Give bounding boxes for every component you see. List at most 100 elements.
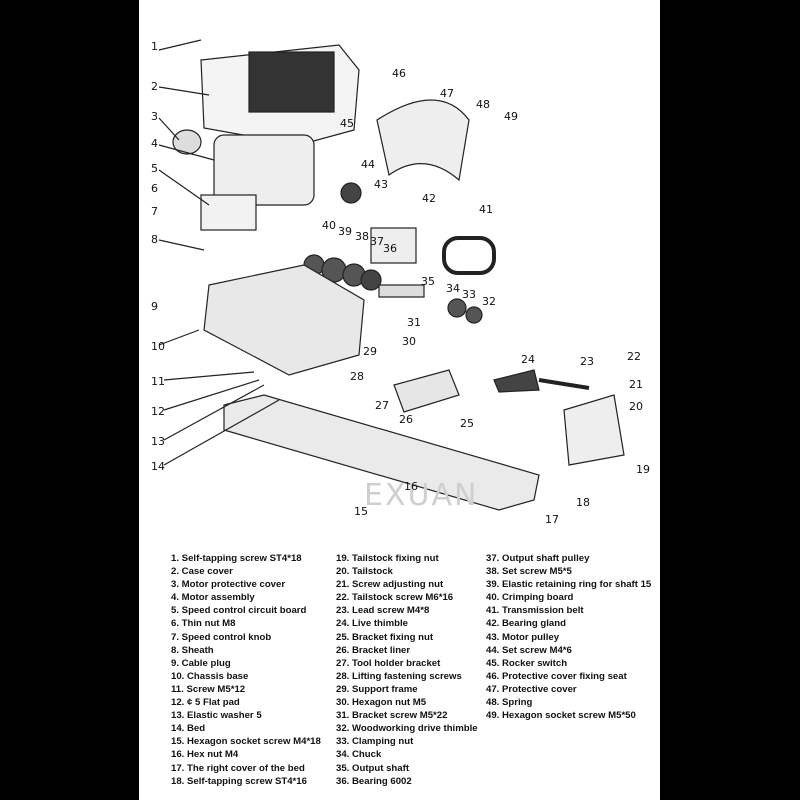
legend-item: 38. Set screw M5*5 bbox=[486, 566, 572, 578]
bearing-gland-drawing bbox=[370, 227, 417, 264]
callout-10: 10 bbox=[151, 340, 165, 353]
legend-item: 45. Rocker switch bbox=[486, 657, 568, 669]
legend-item: 43. Motor pulley bbox=[486, 631, 560, 643]
callout-39: 39 bbox=[338, 225, 352, 238]
legend-item: 5. Speed control circuit board bbox=[171, 605, 307, 617]
legend-item: 13. Elastic washer 5 bbox=[171, 710, 262, 722]
legend-item: 25. Bracket fixing nut bbox=[336, 631, 434, 643]
callout-17: 17 bbox=[545, 513, 559, 526]
callout-48: 48 bbox=[476, 98, 490, 111]
legend-item: 36. Bearing 6002 bbox=[336, 775, 412, 787]
callout-27: 27 bbox=[375, 399, 389, 412]
callout-labels: 1234567891011121314151617181920212223242… bbox=[151, 40, 650, 526]
legend-item: 35. Output shaft bbox=[336, 762, 410, 774]
legend-item: 12. ¢ 5 Flat pad bbox=[171, 697, 240, 709]
callout-5: 5 bbox=[151, 162, 158, 175]
legend-item: 31. Bracket screw M5*22 bbox=[336, 710, 448, 722]
legend-item: 33. Clamping nut bbox=[336, 736, 414, 748]
callout-25: 25 bbox=[460, 417, 474, 430]
callout-15: 15 bbox=[354, 505, 368, 518]
callout-7: 7 bbox=[151, 205, 158, 218]
bed-drawing bbox=[223, 394, 540, 511]
legend-item: 24. Live thimble bbox=[336, 618, 408, 630]
callout-42: 42 bbox=[422, 192, 436, 205]
legend-item: 21. Screw adjusting nut bbox=[336, 579, 444, 591]
legend-item: 8. Sheath bbox=[171, 644, 214, 656]
callout-6: 6 bbox=[151, 182, 158, 195]
callout-44: 44 bbox=[361, 158, 375, 171]
callout-32: 32 bbox=[482, 295, 496, 308]
legend-item: 48. Spring bbox=[486, 697, 533, 709]
legend-item: 44. Set screw M4*6 bbox=[486, 644, 572, 656]
legend-item: 10. Chassis base bbox=[171, 670, 249, 682]
legend-item: 27. Tool holder bracket bbox=[336, 657, 441, 669]
callout-24: 24 bbox=[521, 353, 535, 366]
chassis-base-drawing bbox=[203, 264, 365, 376]
circuit-board-drawing bbox=[200, 194, 257, 231]
legend-item: 14. Bed bbox=[171, 723, 206, 735]
legend-item: 7. Speed control knob bbox=[171, 631, 272, 643]
motor-cover-drawing bbox=[172, 129, 202, 155]
callout-30: 30 bbox=[402, 335, 416, 348]
callout-19: 19 bbox=[636, 463, 650, 476]
legend-item: 46. Protective cover fixing seat bbox=[486, 670, 627, 682]
callout-18: 18 bbox=[576, 496, 590, 509]
belt-drawing bbox=[442, 236, 496, 275]
exploded-view-diagram: EXUAN 1234567891011121314151617181920212… bbox=[151, 39, 650, 526]
callout-9: 9 bbox=[151, 300, 158, 313]
callout-33: 33 bbox=[462, 288, 476, 301]
legend-item: 30. Hexagon nut M5 bbox=[336, 697, 427, 709]
callout-41: 41 bbox=[479, 203, 493, 216]
legend-item: 34. Chuck bbox=[336, 749, 382, 761]
legend-item: 4. Motor assembly bbox=[171, 592, 255, 604]
legend-item: 20. Tailstock bbox=[336, 566, 393, 578]
legend-item: 3. Motor protective cover bbox=[171, 579, 286, 591]
legend-item: 23. Lead screw M4*8 bbox=[336, 605, 430, 617]
callout-47: 47 bbox=[440, 87, 454, 100]
callout-3: 3 bbox=[151, 110, 158, 123]
legend-item: 32. Woodworking drive thimble bbox=[336, 723, 478, 735]
motor-drawing bbox=[213, 134, 315, 206]
callout-2: 2 bbox=[151, 80, 158, 93]
spindle-drawing bbox=[303, 254, 483, 324]
legend-item: 39. Elastic retaining ring for shaft 15 bbox=[486, 579, 652, 591]
callout-49: 49 bbox=[504, 110, 518, 123]
callout-40: 40 bbox=[322, 219, 336, 232]
callout-22: 22 bbox=[627, 350, 641, 363]
legend-item: 17. The right cover of the bed bbox=[171, 762, 305, 774]
callout-26: 26 bbox=[399, 413, 413, 426]
legend-item: 2. Case cover bbox=[171, 566, 233, 578]
legend-item: 18. Self-tapping screw ST4*16 bbox=[171, 775, 307, 787]
callout-35: 35 bbox=[421, 275, 435, 288]
callout-46: 46 bbox=[392, 67, 406, 80]
live-thimble-drawing bbox=[493, 369, 540, 393]
callout-38: 38 bbox=[355, 230, 369, 243]
callout-45: 45 bbox=[340, 117, 354, 130]
legend-item: 47. Protective cover bbox=[486, 683, 577, 695]
callout-37: 37 bbox=[370, 235, 384, 248]
legend-item: 41. Transmission belt bbox=[486, 605, 584, 617]
callout-8: 8 bbox=[151, 233, 158, 246]
protective-cover-drawing bbox=[376, 99, 470, 182]
legend-item: 49. Hexagon socket screw M5*50 bbox=[486, 710, 636, 722]
callout-1: 1 bbox=[151, 40, 158, 53]
watermark: EXUAN bbox=[364, 478, 478, 513]
legend-item: 19. Tailstock fixing nut bbox=[336, 553, 439, 564]
case-cover-vent bbox=[248, 51, 335, 113]
callout-4: 4 bbox=[151, 137, 158, 150]
callout-36: 36 bbox=[383, 242, 397, 255]
legend-item: 16. Hex nut M4 bbox=[171, 749, 239, 761]
callout-29: 29 bbox=[363, 345, 377, 358]
legend-item: 11. Screw M5*12 bbox=[171, 683, 246, 695]
callout-12: 12 bbox=[151, 405, 165, 418]
legend-item: 9. Cable plug bbox=[171, 657, 231, 669]
callout-31: 31 bbox=[407, 316, 421, 329]
legend-item: 15. Hexagon socket screw M4*18 bbox=[171, 736, 321, 748]
callout-43: 43 bbox=[374, 178, 388, 191]
callout-16: 16 bbox=[404, 480, 418, 493]
